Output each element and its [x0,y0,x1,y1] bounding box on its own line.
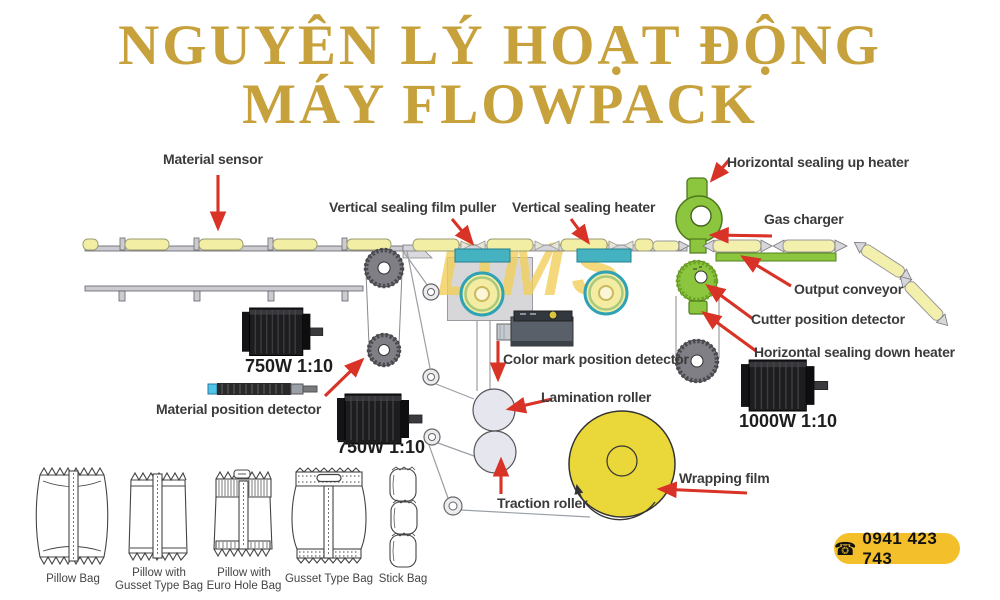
page-title-line1: NGUYÊN LÝ HOẠT ĐỘNG [118,14,882,77]
conveyor-gear-bottom [366,332,402,368]
label-vertical-sealing-heater: Vertical sealing heater [512,199,656,215]
horizontal-sealing-assembly [674,177,723,384]
conveyor-lugs [118,290,349,302]
label-horizontal-sealing-down-heater: Horizontal sealing down heater [754,344,955,360]
page-title-line2: MÁY FLOWPACK [242,73,758,136]
traction-roller-shape [473,430,517,474]
label-cutter-position-detector: Cutter position detector [751,311,905,327]
caption-pillow-gusset-bag: Pillow with Gusset Type Bag [115,567,203,593]
infeed-conveyor [82,237,405,368]
conveyor-gear-top [363,247,405,289]
label-color-mark-position-detector: Color mark position detector [503,351,689,367]
infeed-products [82,237,392,251]
vertical-sealing-film-puller-bar [454,248,511,263]
vertical-sealing-heater-bar [576,248,632,263]
cutter-gear [675,259,719,303]
bag-figure-stick [389,466,418,568]
label-lamination-roller: Lamination roller [541,389,652,405]
material-position-sensor [207,383,318,395]
drive-gear-gray [674,338,720,384]
label-horizontal-sealing-up-heater: Horizontal sealing up heater [727,154,909,170]
phone-badge[interactable]: ☎ 0941 423 743 [834,529,960,568]
caption-pillow-bag: Pillow Bag [30,573,116,586]
phone-number: 0941 423 743 [862,528,938,568]
label-material-position-detector: Material position detector [156,401,322,417]
sealing-wheel-left [459,271,505,317]
label-motor-right: 1000W 1:10 [739,411,838,431]
page-title: NGUYÊN LÝ HOẠT ĐỘNG MÁY FLOWPACK [0,16,1000,134]
phone-icon: ☎ [834,538,857,559]
caption-line: Gusset Type Bag [115,580,204,592]
wrapping-film-roll [568,410,676,521]
caption-pillow-euro-hole-bag: Pillow with Euro Hole Bag [200,567,288,593]
film-tube [402,238,688,252]
sealed-packages [652,239,949,327]
label-gas-charger: Gas charger [764,211,844,227]
bag-figure-gusset [291,467,367,564]
film-guide-pulleys [422,283,463,516]
annotation-arrows [209,158,792,499]
motor-1000w [740,359,829,412]
caption-line: Gusset Type Bag [284,573,373,585]
output-conveyor-bar [715,252,837,262]
color-mark-sensor [496,310,574,347]
bag-figure-pillow [35,466,109,566]
label-traction-roller: Traction roller [497,495,588,511]
sealing-wheel-right [583,270,629,316]
caption-line: Pillow Bag [46,573,100,585]
bag-figure-pillow-gusset [128,471,188,562]
caption-gusset-bag: Gusset Type Bag [284,573,374,586]
caption-stick-bag: Stick Bag [360,573,446,586]
bag-figure-pillow-euro-hole [213,469,273,558]
caption-line: Euro Hole Bag [206,580,282,592]
caption-line: Pillow with [132,567,186,579]
caption-line: Stick Bag [378,573,428,585]
motor-750w-left [241,307,324,357]
lamination-roller-shape [472,388,516,432]
label-motor-middle: 750W 1:10 [337,437,426,457]
rotation-arrow [574,484,656,521]
caption-line: Pillow with [217,567,271,579]
label-output-conveyor: Output conveyor [794,281,904,297]
label-wrapping-film: Wrapping film [679,470,770,486]
label-material-sensor: Material sensor [163,151,263,167]
label-vertical-sealing-film-puller: Vertical sealing film puller [329,199,497,215]
label-motor-left: 750W 1:10 [245,356,334,376]
